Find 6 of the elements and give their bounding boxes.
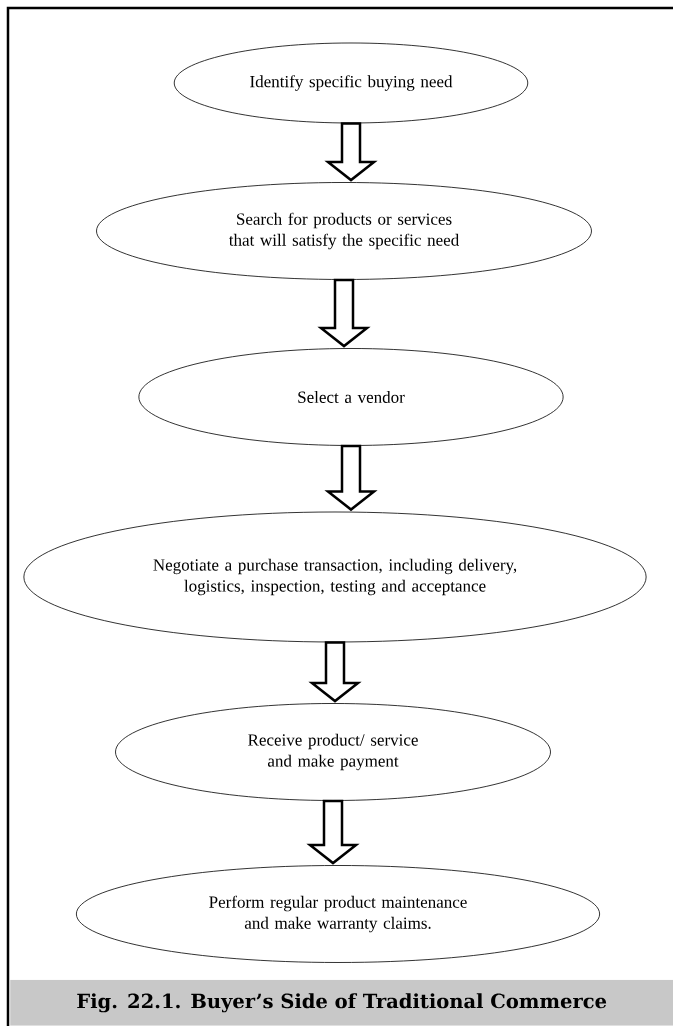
block-arrow: [317, 278, 371, 348]
block-arrow: [324, 122, 378, 182]
block-arrow: [324, 444, 378, 512]
block-arrow: [306, 799, 360, 865]
block-arrow: [308, 641, 362, 703]
caption-bar: Fig. 22.1. Buyer’s Side of Traditional Commerce: [10, 979, 673, 1026]
